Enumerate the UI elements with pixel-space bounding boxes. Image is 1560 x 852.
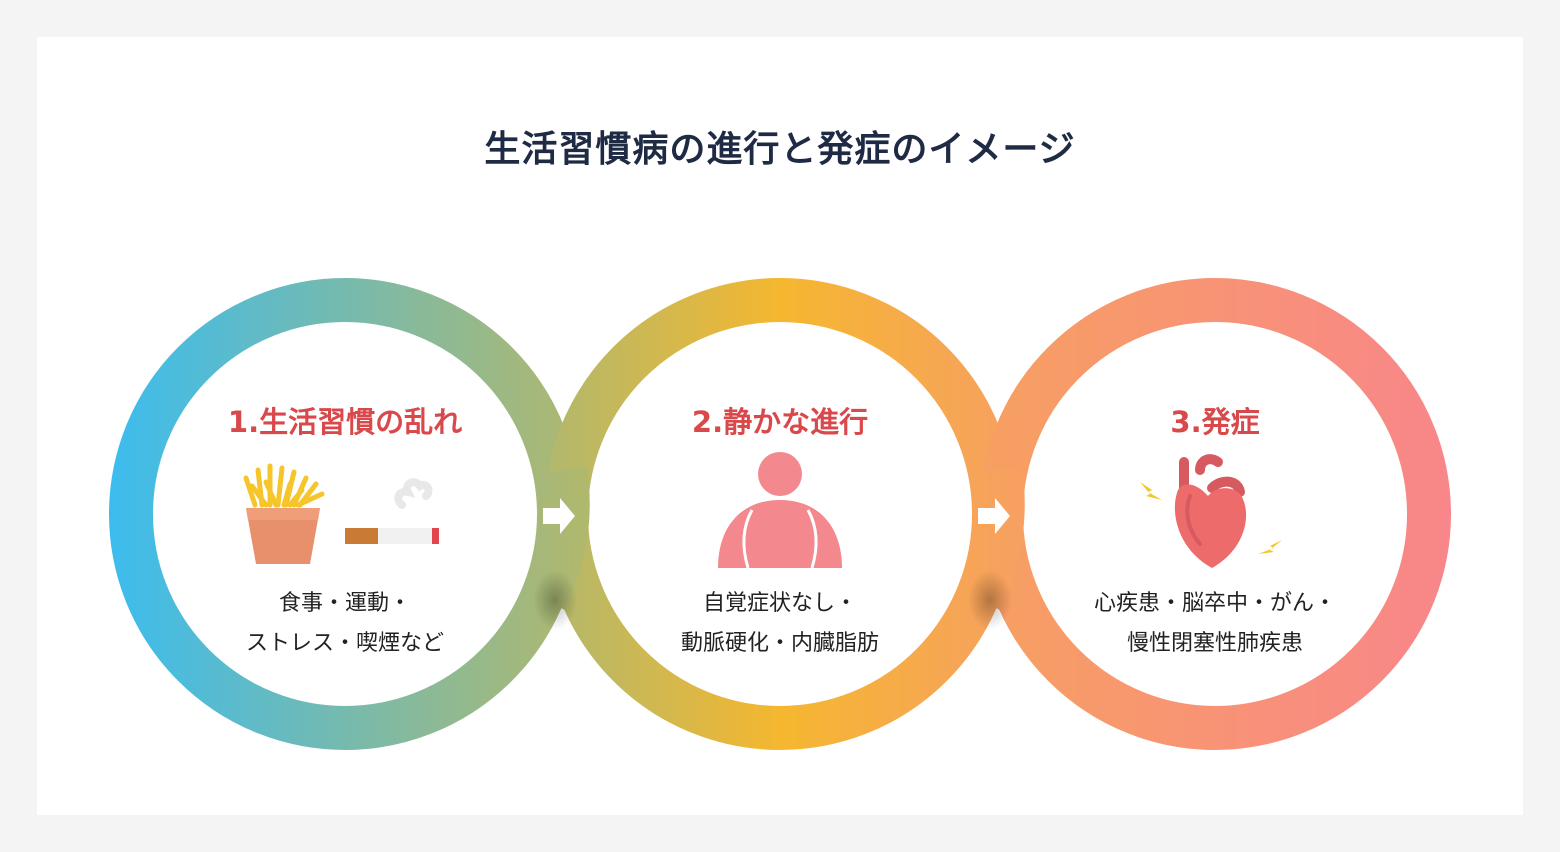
step-3-description: 心疾患・脳卒中・がん・ 慢性閉塞性肺疾患	[1035, 584, 1395, 664]
step-2-description: 自覚症状なし・ 動脈硬化・内臓脂肪	[600, 584, 960, 664]
content-card	[37, 37, 1523, 815]
step-1-description: 食事・運動・ ストレス・喫煙など	[165, 584, 525, 664]
lightning-icon	[1140, 482, 1282, 554]
cigarette-icon	[345, 478, 439, 544]
overlap-shadow-2	[968, 570, 1012, 630]
arrow-right-icon	[543, 498, 575, 534]
overlap-shadow-1	[533, 570, 577, 630]
step-1-description-line: ストレス・喫煙など	[245, 631, 444, 656]
step-1-title: 1.生活習慣の乱れ	[227, 405, 463, 439]
step-3-description-line: 慢性閉塞性肺疾患	[1126, 631, 1303, 656]
obese-person-icon	[718, 452, 842, 569]
arrow-right-icon	[978, 498, 1010, 534]
page-title: 生活習慣病の進行と発症のイメージ	[484, 129, 1076, 170]
heart-icon	[1174, 454, 1247, 568]
step-3-title: 3.発症	[1170, 405, 1260, 439]
step-1-description-line: 食事・運動・	[278, 591, 411, 616]
step-3-description-line: 心疾患・脳卒中・がん・	[1093, 591, 1336, 616]
step-2-description-line: 動脈硬化・内臓脂肪	[680, 631, 879, 656]
step-2-description-line: 自覚症状なし・	[702, 591, 857, 616]
step-2-title: 2.静かな進行	[691, 405, 869, 439]
french-fries-icon	[243, 463, 325, 564]
